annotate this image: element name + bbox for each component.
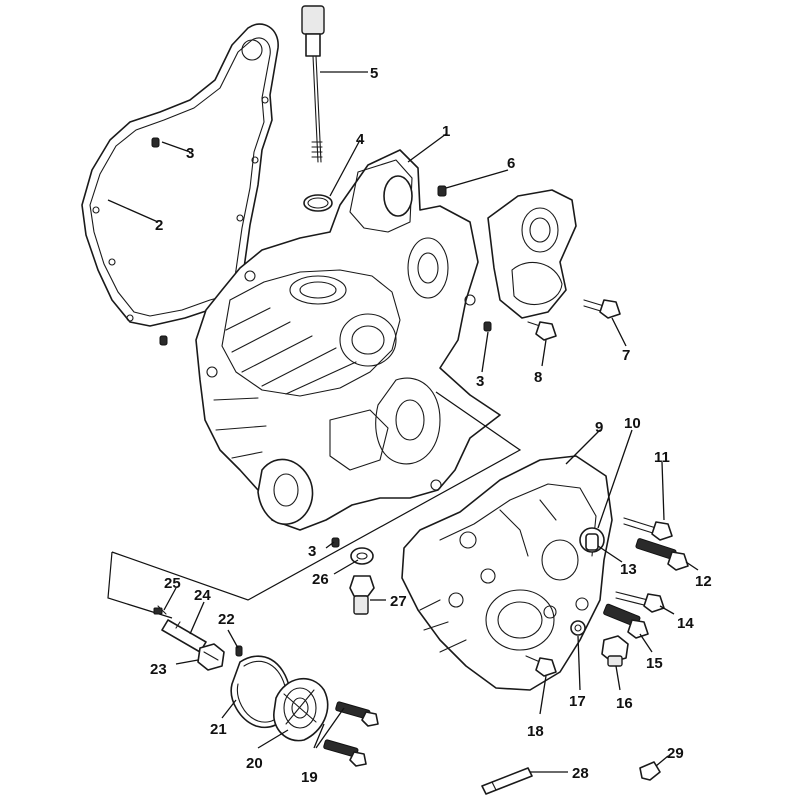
part-19-bolts [323, 701, 379, 767]
part-23-gear [197, 643, 225, 671]
callout-16: 16 [616, 695, 633, 712]
part-8-bolt [527, 321, 557, 341]
pump-cover [487, 189, 577, 319]
callout-labels: 1 2 3 4 5 6 7 8 9 10 11 12 13 14 15 16 1… [150, 65, 712, 786]
part-3-dowel-top [151, 137, 160, 148]
callout-21: 21 [210, 721, 227, 738]
callout-27: 27 [390, 593, 407, 610]
callout-6: 6 [507, 155, 515, 172]
callout-15: 15 [646, 655, 663, 672]
part-29-clip [639, 761, 661, 781]
callout-12: 12 [695, 573, 712, 590]
part-26-washer [350, 547, 374, 565]
part-25-pin [153, 605, 167, 615]
part-7-bolt [583, 299, 621, 319]
callout-23: 23 [150, 661, 167, 678]
part-16-drain-plug [601, 635, 629, 667]
callout-9: 9 [595, 419, 603, 436]
callout-5: 5 [370, 65, 378, 82]
part-22-pin [235, 645, 243, 657]
callout-13: 13 [620, 561, 637, 578]
callout-26: 26 [312, 571, 329, 588]
callout-3: 3 [186, 145, 194, 162]
callout-22: 22 [218, 611, 235, 628]
callout-3-bottom: 3 [308, 543, 316, 560]
part-18-bolt [525, 655, 557, 677]
callout-3-right: 3 [476, 373, 484, 390]
callout-25: 25 [164, 575, 181, 592]
part-3-dowel-right [483, 321, 492, 332]
callout-2: 2 [155, 217, 163, 234]
callout-18: 18 [527, 723, 544, 740]
part-11-bolt [623, 517, 673, 541]
callout-28: 28 [572, 765, 589, 782]
part-15-bolt [603, 603, 649, 639]
callout-29: 29 [667, 745, 684, 762]
part-13-dowel [585, 533, 599, 551]
part-14-bolt [615, 591, 665, 613]
part-20-oil-pump [273, 677, 329, 742]
callout-4: 4 [356, 131, 365, 148]
callout-11: 11 [654, 449, 670, 466]
part-17-washer [570, 620, 586, 636]
callout-24: 24 [194, 587, 211, 604]
callout-8: 8 [534, 369, 542, 386]
callout-7: 7 [622, 347, 630, 364]
part-24-shaft [161, 619, 207, 653]
callout-20: 20 [246, 755, 263, 772]
part-27-plug [349, 575, 375, 615]
callout-17: 17 [569, 693, 586, 710]
part-12-bolt [635, 538, 689, 571]
callout-1: 1 [442, 123, 450, 140]
part-1-crankcase [195, 149, 501, 531]
part-28-hose [481, 767, 533, 795]
assembly-frame-lines [107, 391, 522, 619]
callout-14: 14 [677, 615, 694, 632]
leader-lines [107, 71, 699, 773]
callout-10: 10 [624, 415, 641, 432]
part-3-dowel-left [159, 335, 168, 346]
part-3-dowel-bottom [331, 537, 340, 548]
part-6-dowel [437, 185, 447, 197]
part-5-dipstick [301, 5, 325, 163]
part-9-crankcase-right [401, 455, 613, 691]
callout-19: 19 [301, 769, 318, 786]
